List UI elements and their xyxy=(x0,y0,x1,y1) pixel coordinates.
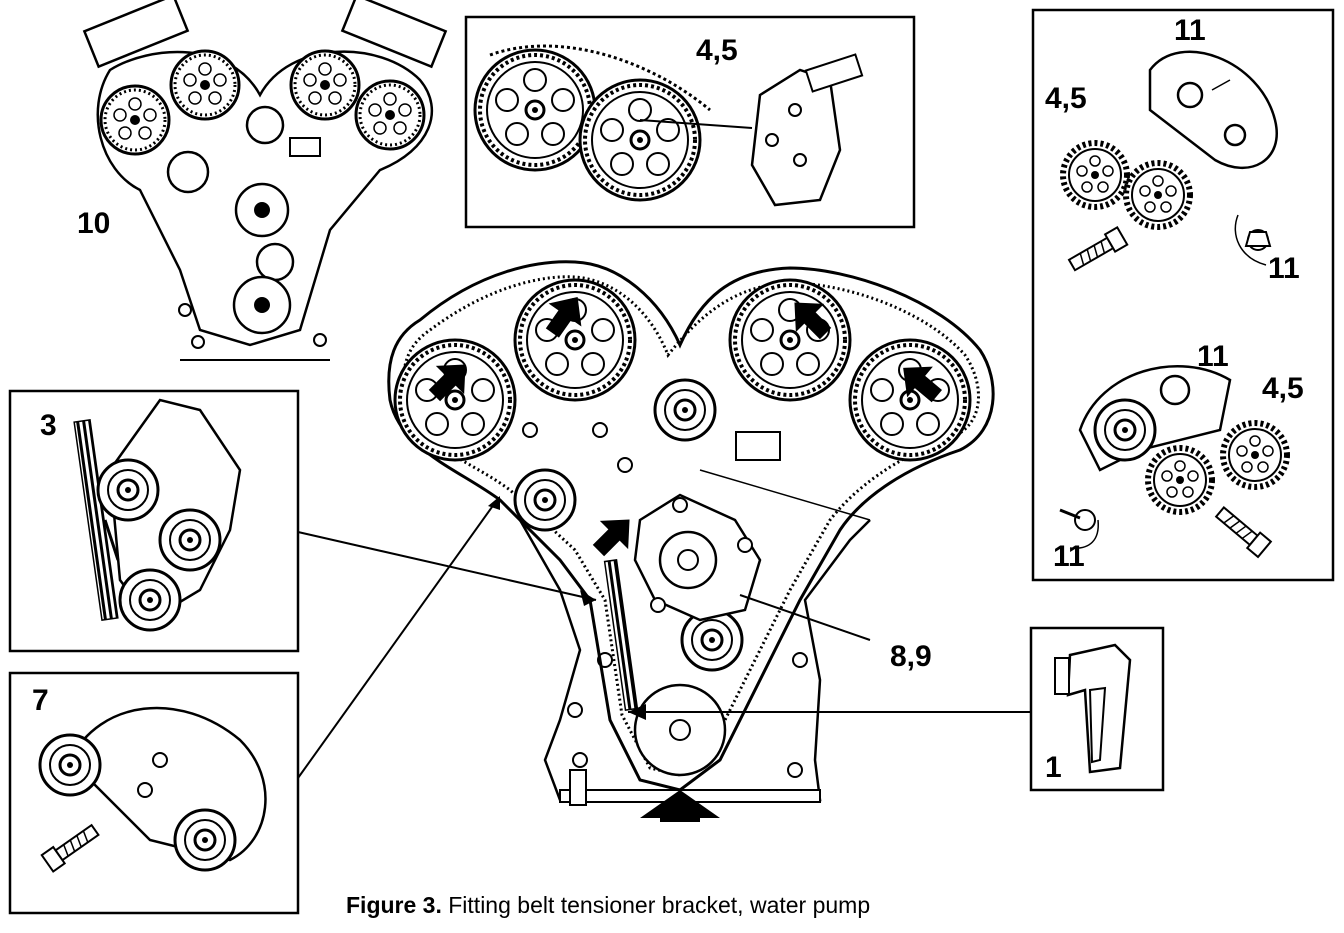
detail-box-right xyxy=(1031,8,1335,582)
tensioner-assembly-drawing xyxy=(38,706,267,873)
figure-caption: Figure 3. Fitting belt tensioner bracket… xyxy=(346,892,870,919)
cam-gear-bolts-drawing-bottom xyxy=(1059,365,1287,558)
label-11-bottom: 11 xyxy=(1053,540,1085,573)
locking-tool-drawing xyxy=(1054,643,1132,774)
camshaft-gears-drawing xyxy=(473,44,864,207)
callout-line-8-9 xyxy=(739,594,871,641)
callout-lines xyxy=(297,496,1031,779)
callout-line-3 xyxy=(297,531,597,601)
label-4-5-right-bottom: 4,5 xyxy=(1262,372,1304,405)
detail-box-3 xyxy=(8,389,300,653)
label-11-mid: 11 xyxy=(1268,252,1300,285)
figure-caption-text: Fitting belt tensioner bracket, water pu… xyxy=(448,892,871,918)
detail-box-top xyxy=(464,15,916,229)
engine-overview-drawing xyxy=(82,0,448,361)
main-engine-drawing xyxy=(387,260,995,822)
label-7: 7 xyxy=(32,684,49,717)
tensioner-bracket-drawing xyxy=(73,398,242,632)
cam-gear-bolts-drawing-top xyxy=(1063,50,1278,275)
callout-line-7 xyxy=(297,499,498,779)
detail-box-7 xyxy=(8,671,300,915)
label-8-9: 8,9 xyxy=(890,640,932,673)
label-4-5-right-top: 4,5 xyxy=(1045,82,1087,115)
label-4-5-top: 4,5 xyxy=(696,34,738,67)
label-10: 10 xyxy=(77,207,111,240)
label-11-right-bottom: 11 xyxy=(1197,340,1229,373)
detail-box-1 xyxy=(1029,626,1165,792)
label-3: 3 xyxy=(40,409,57,442)
label-11-top: 11 xyxy=(1174,14,1206,47)
label-1: 1 xyxy=(1045,751,1062,784)
figure-label: Figure 3. xyxy=(346,892,442,918)
